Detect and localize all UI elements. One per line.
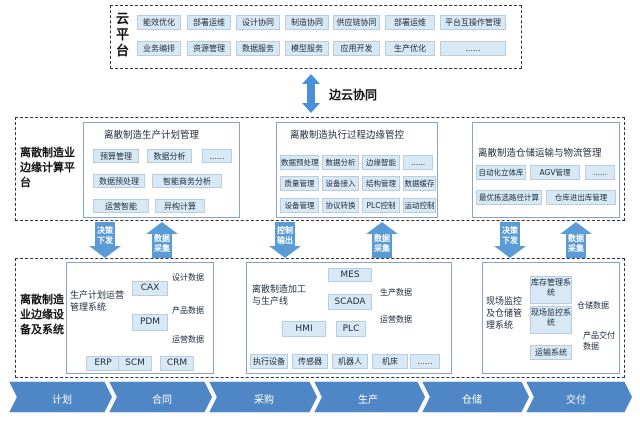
exec-item: 结构管理 [362,176,400,191]
warehouse-title: 离散制造仓储运输与物流管理 [478,148,602,159]
left-system-title: 生产计划运营管理系统 [70,291,125,313]
scada-box: SCADA [328,294,372,310]
mes-box: MES [328,268,372,282]
exec-item: 设备接入 [322,176,359,191]
flow-step: 采购 [254,395,274,406]
cloud-item: ...... [440,41,506,56]
prod-plan-item: ...... [202,149,232,163]
right-delivery-data: 产品交付数据 [583,331,615,351]
middle-system-title: 离散制造加工与生产线 [252,285,307,307]
warehouse-item: ...... [585,165,615,180]
flow-step: 生产 [358,395,378,406]
warehouse-item: 自动化立体库 [476,165,526,180]
cloud-platform-title: 云平台 [116,12,130,59]
flow-step: 计划 [52,395,72,406]
prod-plan-item: 异构计算 [155,199,205,213]
decide-label-left: 决策下发 [97,226,113,245]
prod-plan-item: 运营智能 [93,199,149,213]
exec-item: 质量管理 [280,176,319,191]
left-bottom-item: SCM [118,356,152,371]
plc-box: PLC [336,321,366,337]
devices-title: 离散制造业边缘设备及系统 [20,293,64,336]
cloud-item: 资源管理 [187,41,231,56]
right-system-item: 现场监控系统 [530,306,572,334]
exec-item: 数据预处理 [280,155,319,170]
exec-title: 离散制造执行过程边缘管控 [290,130,405,141]
edge-cloud-label: 边云协同 [329,88,378,102]
middle-bottom-item: 机器人 [332,354,368,369]
cloud-item: 生产优化 [385,41,435,56]
exec-item: ...... [403,155,433,170]
decide-label-right: 决策下发 [502,226,518,245]
collect-label-left: 数据采集 [154,234,170,253]
cloud-item: 设计协同 [236,15,280,30]
flow-step: 交付 [566,395,586,406]
exec-item: 协议转换 [322,198,359,213]
flow-step: 合同 [152,395,172,406]
middle-prod-data: 生产数据 [380,288,412,297]
prod-plan-item: 数据预处理 [93,174,145,188]
warehouse-item: 最优拣选路径计算 [476,190,542,205]
collect-label-middle: 数据采集 [374,234,390,253]
right-system-item: 运输系统 [530,345,572,360]
prod-plan-title: 离散制造生产计划管理 [104,130,200,141]
warehouse-item: 仓库进出库管理 [546,190,616,205]
edge-platform-title: 离散制造业边缘计算平台 [20,146,75,189]
left-bottom-item: ERP [86,356,120,371]
cloud-item: 数据服务 [236,41,280,56]
left-ops-data: 运营数据 [172,335,204,344]
cloud-item: 模型服务 [285,41,329,56]
right-system-title: 现场监控及仓储管理系统 [486,297,523,331]
exec-item: PLC控制 [362,198,400,213]
prod-plan-item: 数据分析 [147,149,192,163]
cloud-item: 应用开发 [333,41,380,56]
exec-item: 数据缓存 [403,176,436,191]
exec-item: 设备管理 [280,198,319,213]
middle-bottom-item: 执行设备 [250,354,288,369]
cloud-item: 能效优化 [137,15,181,30]
cloud-item: 平台互操作管理 [440,15,506,30]
cax-box: CAX [132,281,168,296]
cloud-item: 供应链协同 [333,15,380,30]
cloud-item: 部署运维 [187,15,231,30]
warehouse-item: AGV管理 [530,165,580,180]
cloud-item: 部署运维 [385,15,435,30]
left-design-data: 设计数据 [172,273,204,282]
prod-plan-item: 智能商务分析 [152,174,222,188]
left-bottom-item: CRM [160,356,194,371]
control-label: 控制输出 [277,226,293,245]
collect-label-right: 数据采集 [568,234,584,253]
pdm-box: PDM [132,314,168,331]
middle-bottom-item: 机床 [372,354,408,369]
hmi-box: HMI [282,321,326,337]
cloud-item: 业务编排 [137,41,181,56]
middle-bottom-item: 传感器 [292,354,328,369]
flow-step: 仓储 [462,395,482,406]
middle-ops-data: 运营数据 [380,315,412,324]
prod-plan-item: 预算管理 [93,149,139,163]
right-system-item: 库存管理系统 [530,276,572,304]
right-storage-data: 仓储数据 [577,301,609,310]
left-product-data: 产品数据 [172,306,204,315]
middle-bottom-item: ...... [410,354,440,369]
exec-item: 数据分析 [322,155,359,170]
cloud-item: 制造协同 [285,15,329,30]
exec-item: 运动控制 [403,198,436,213]
exec-item: 边缘智能 [362,155,400,170]
